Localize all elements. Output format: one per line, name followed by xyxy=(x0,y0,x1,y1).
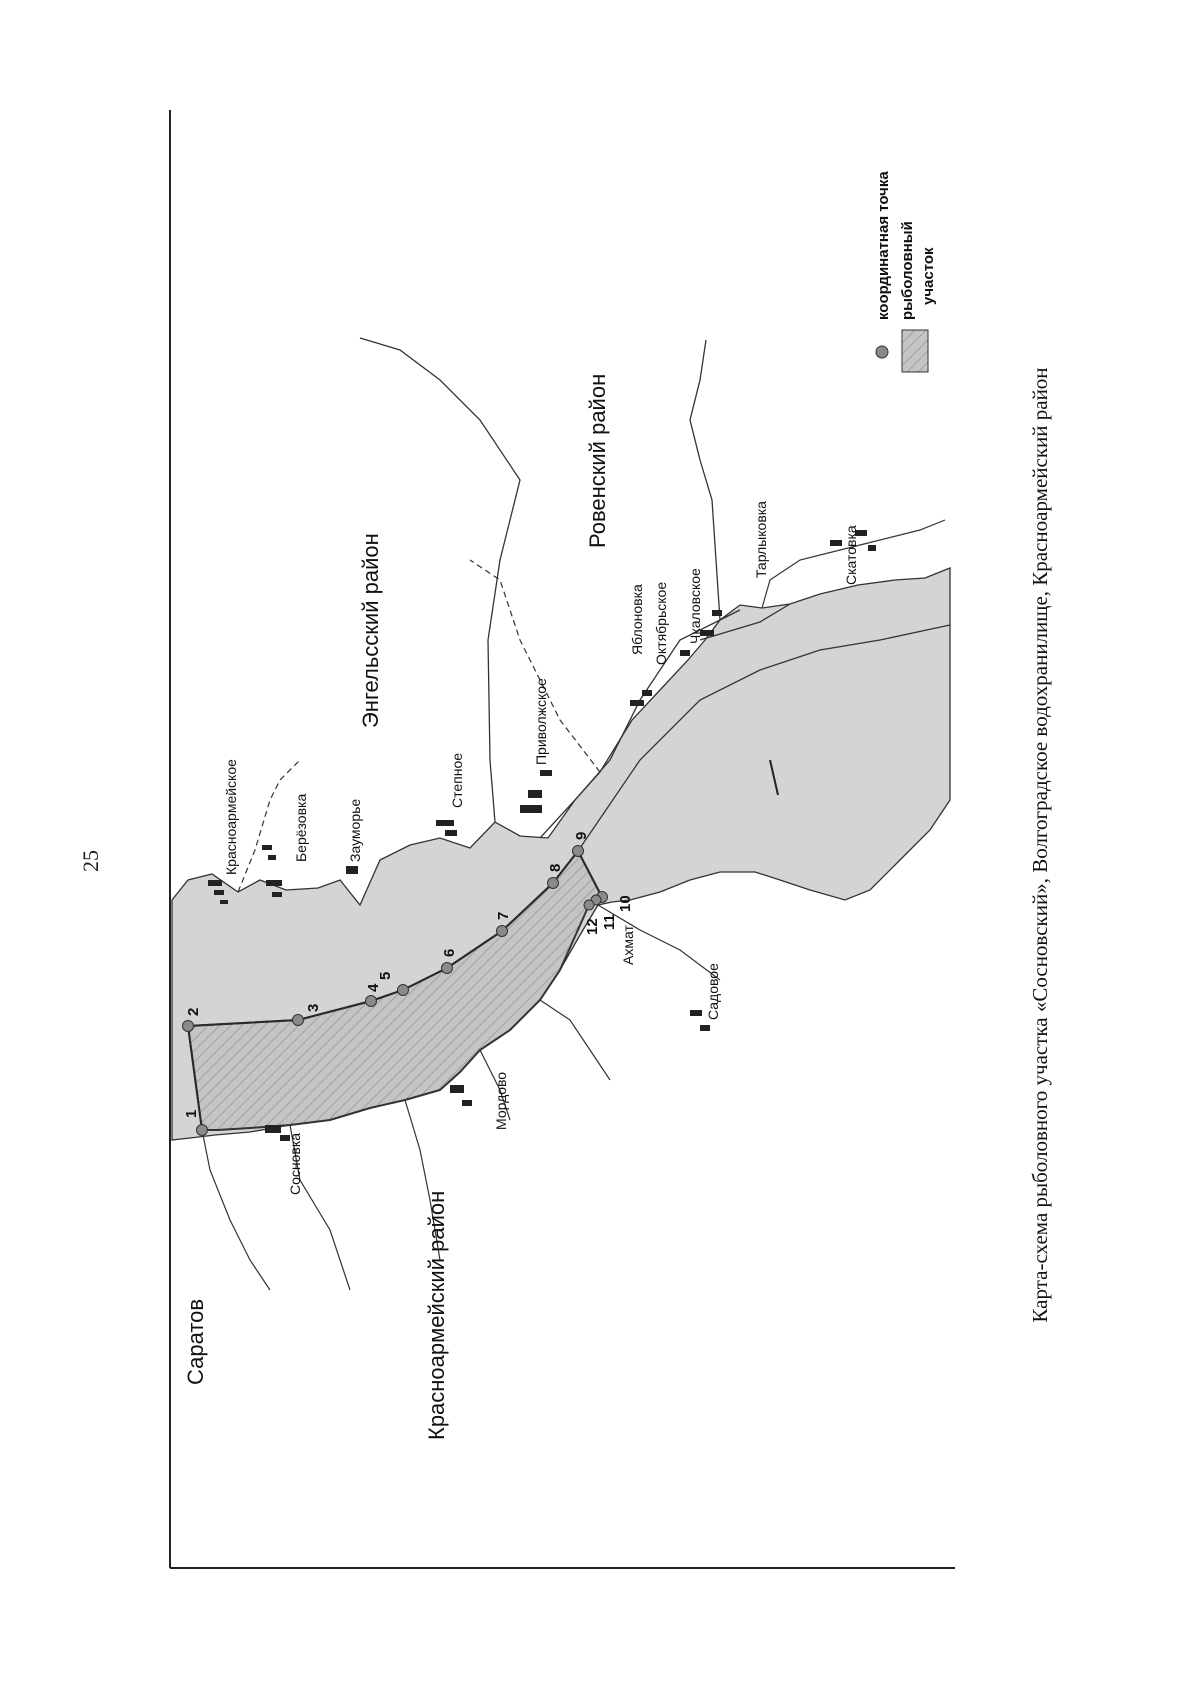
point-label-1: 1 xyxy=(183,1110,200,1118)
label-sadovoe: Садовое xyxy=(705,963,721,1020)
point-label-4: 4 xyxy=(365,983,382,992)
label-chkalovskoe: Чкаловское xyxy=(687,568,703,644)
legend-point-label: координатная точка xyxy=(875,171,892,320)
label-krasnoarmeyskoe: Красноармейское xyxy=(223,759,239,875)
point-label-8: 8 xyxy=(547,864,564,872)
stream-south-2 xyxy=(539,999,611,1081)
coordinate-points xyxy=(182,845,608,1136)
legend-area-label-2: участок xyxy=(920,247,937,305)
label-zaumorye: Зауморье xyxy=(347,799,363,862)
point-label-6: 6 xyxy=(441,949,458,957)
label-privolzhskoe: Приволжское xyxy=(533,678,549,765)
point-label-12: 12 xyxy=(584,918,601,935)
map-legend: координатная точка рыболовный участок xyxy=(875,171,937,373)
label-tarlykovka: Тарлыковка xyxy=(753,501,769,578)
point-4 xyxy=(365,995,377,1007)
point-label-3: 3 xyxy=(305,1004,322,1012)
point-label-9: 9 xyxy=(573,832,590,840)
label-skatovka: Скатовка xyxy=(843,525,859,585)
point-8 xyxy=(547,877,559,889)
label-stepnoe: Степное xyxy=(449,753,465,808)
legend-point-icon xyxy=(875,345,889,359)
stream-skatovka xyxy=(761,519,946,609)
engels-border xyxy=(359,337,521,823)
label-district-rovensky: Ровенский район xyxy=(585,374,610,548)
point-label-5: 5 xyxy=(377,972,394,980)
map-caption: Карта-схема рыболовного участка «Сосновс… xyxy=(1028,367,1052,1323)
flow-arrow xyxy=(769,759,779,796)
label-mordovo: Мордово xyxy=(493,1072,509,1130)
stream-west-2 xyxy=(289,1124,351,1291)
point-7 xyxy=(496,925,508,937)
legend-zone-icon xyxy=(901,329,929,373)
point-label-10: 10 xyxy=(617,895,634,912)
label-berezovka: Берёзовка xyxy=(293,794,309,862)
channel-line xyxy=(577,624,951,852)
label-saratov: Саратов xyxy=(183,1299,208,1385)
point-5 xyxy=(397,984,409,996)
label-district-engelssky: Энгельсский район xyxy=(358,533,383,728)
point-label-7: 7 xyxy=(495,912,512,920)
channel-line-2 xyxy=(539,609,741,839)
district-boundary xyxy=(237,759,301,893)
point-label-2: 2 xyxy=(185,1008,202,1016)
label-yablonovka: Яблоновка xyxy=(629,584,645,655)
stream-west-1 xyxy=(201,1129,271,1291)
stream-west-3 xyxy=(404,1099,441,1261)
stream-south-3 xyxy=(479,1049,511,1121)
district-boundary-2 xyxy=(469,559,601,773)
point-12 xyxy=(583,899,595,911)
label-akhmat: Ахмат xyxy=(620,925,636,965)
settlement-markers xyxy=(208,530,876,1141)
point-9 xyxy=(572,845,584,857)
river-tarlykovka xyxy=(689,339,721,621)
stream-south-1 xyxy=(597,904,721,981)
label-sosnovka: Сосновка xyxy=(287,1133,303,1195)
point-1 xyxy=(196,1124,208,1136)
ferry-line xyxy=(699,603,791,641)
point-2 xyxy=(182,1020,194,1032)
label-oktyabrskoe: Октябрьское xyxy=(653,582,669,665)
point-6 xyxy=(441,962,453,974)
label-district-krasnoarmeysky: Красноармейский район xyxy=(424,1191,449,1440)
point-3 xyxy=(292,1014,304,1026)
legend-area-label-1: рыболовный xyxy=(899,221,916,320)
point-label-11: 11 xyxy=(601,914,618,930)
